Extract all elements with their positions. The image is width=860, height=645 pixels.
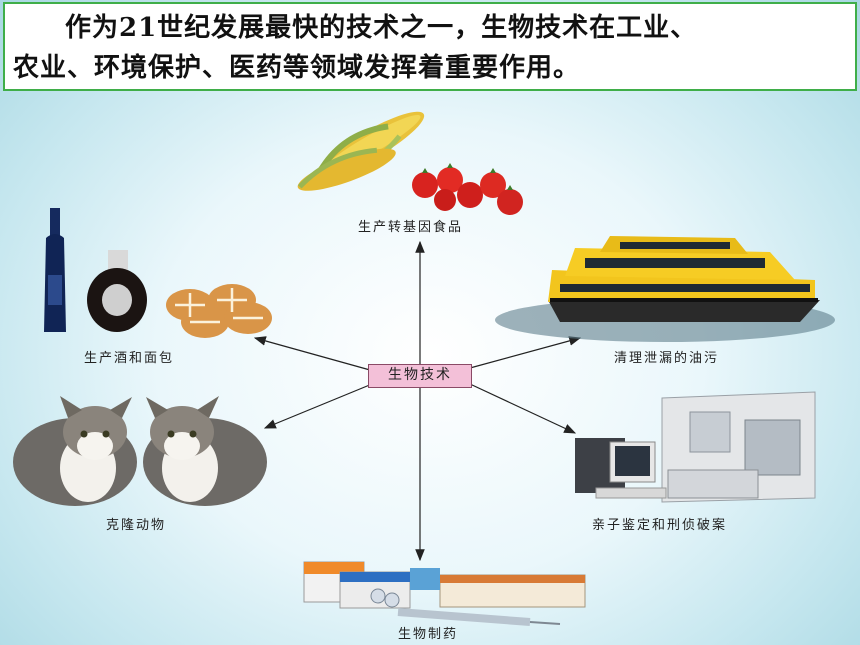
cloned-cats-picture [13,396,267,506]
label-transgenic-food: 生产转基因食品 [358,220,464,235]
header-line-2: 农业、环境保护、医药等领域发挥着重要作用。 [13,53,581,83]
wine-bread-picture [44,208,272,338]
medicine-picture [303,561,586,626]
label-biopharma: 生物制药 [398,627,459,642]
label-oil-cleanup: 清理泄漏的油污 [614,351,720,366]
label-paternity-forensics: 亲子鉴定和刑侦破案 [592,518,728,533]
ferry-picture [495,236,835,342]
arrow-wine [253,336,371,371]
label-cloned-animals: 克隆动物 [106,518,167,533]
header-text-box: 作为21世纪发展最快的技术之一，生物技术在工业、 农业、环境保护、医药等领域发挥… [3,2,857,91]
arrows [253,240,582,562]
center-node-biotech: 生物技术 [368,364,472,388]
arrow-oil [469,336,582,369]
arrow-dna [469,383,577,434]
dna-analyzer-picture [575,391,816,503]
header-line-1: 作为21世纪发展最快的技术之一，生物技术在工业、 [65,13,698,43]
arrow-clone [263,383,373,429]
label-wine-bread: 生产酒和面包 [84,351,175,366]
corn-tomato-picture [297,111,523,215]
